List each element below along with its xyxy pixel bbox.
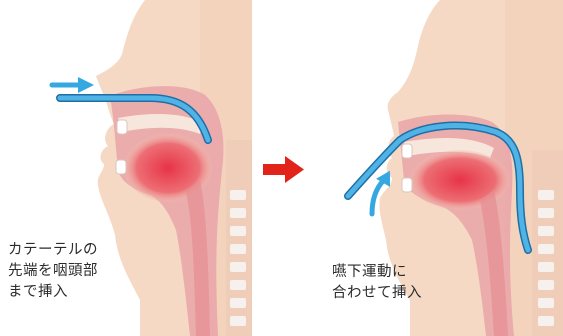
caption-left-line-1: カテーテルの — [8, 240, 98, 261]
caption-right-line-1: 嚥下運動に — [332, 262, 422, 283]
spine-right — [532, 150, 563, 336]
caption-left: カテーテルの 先端を咽頭部 まで挿入 — [8, 240, 98, 303]
caption-right: 嚥下運動に 合わせて挿入 — [332, 262, 422, 304]
caption-left-line-3: まで挿入 — [8, 282, 98, 303]
caption-left-line-2: 先端を咽頭部 — [8, 261, 98, 282]
caption-right-line-2: 合わせて挿入 — [332, 283, 422, 304]
